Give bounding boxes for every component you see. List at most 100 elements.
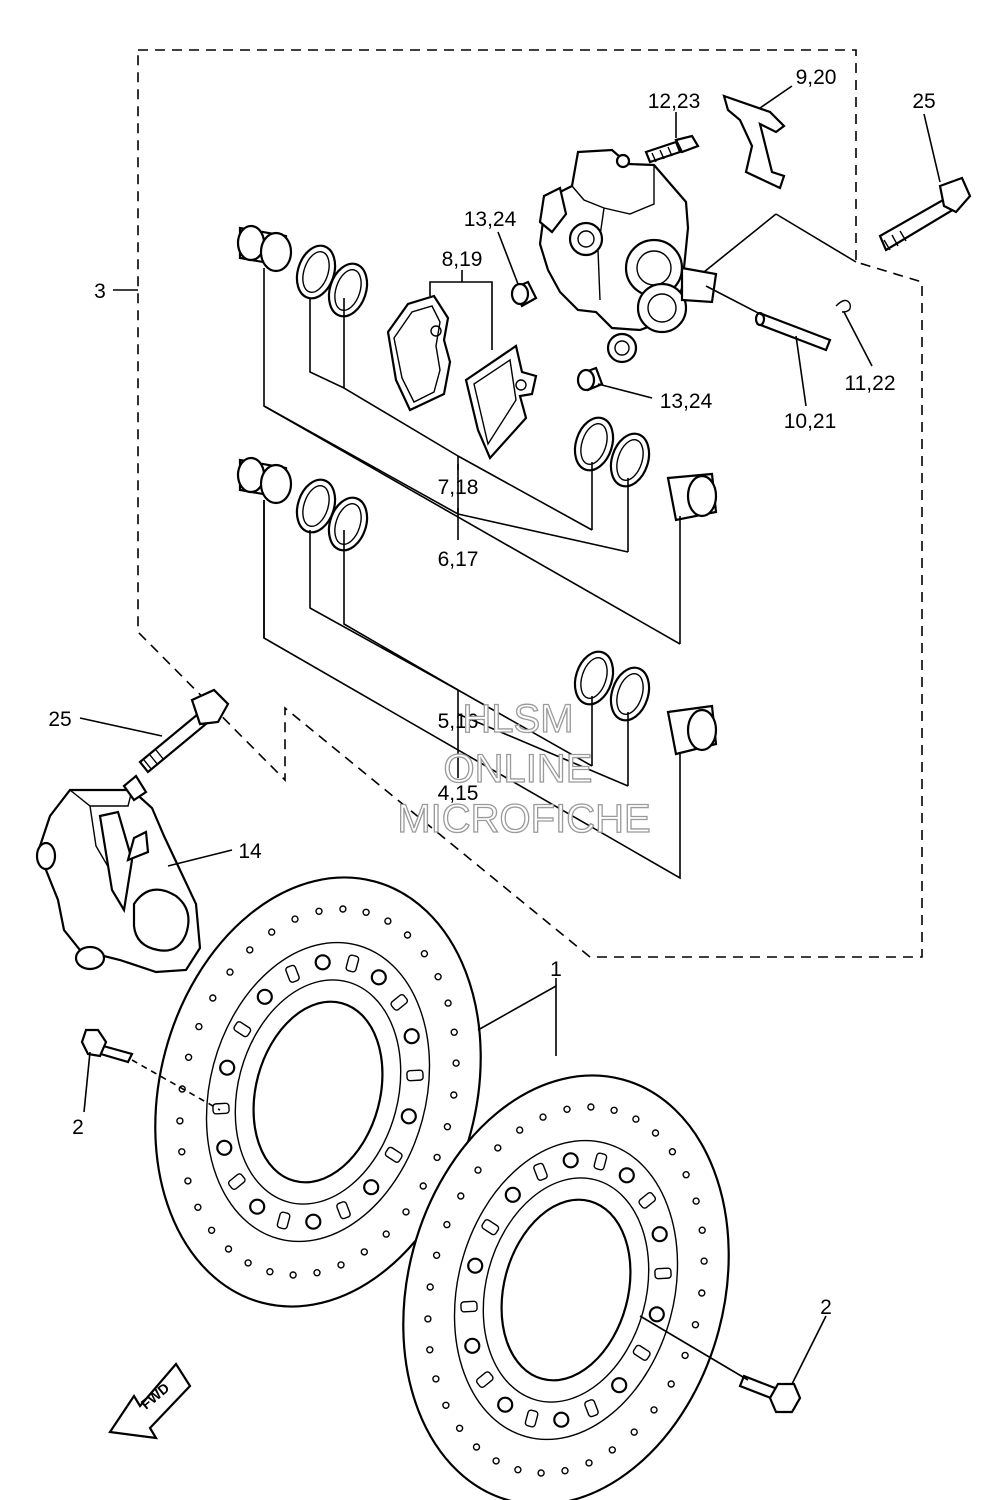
disc-drill-hole xyxy=(384,917,392,925)
disc-rivet xyxy=(611,1377,628,1394)
caliper-body-upper xyxy=(538,148,718,364)
disc-carrier-slot xyxy=(475,1371,494,1389)
disc-carrier-slot xyxy=(632,1344,651,1361)
disc-carrier-slot xyxy=(654,1267,672,1280)
disc-drill-hole xyxy=(178,1085,186,1093)
disc-drill-hole xyxy=(698,1289,706,1297)
disc-drill-hole xyxy=(698,1226,706,1234)
svg-text:MICROFICHE: MICROFICHE xyxy=(397,797,650,841)
disc-carrier-slot xyxy=(384,1146,403,1163)
disc-rivet xyxy=(256,988,273,1005)
bleed-screw xyxy=(644,134,700,164)
disc-carrier-slot xyxy=(285,964,300,983)
disc-drill-hole xyxy=(474,1166,482,1174)
brake-disc-right xyxy=(402,1074,730,1500)
leader-lines xyxy=(79,85,941,1385)
disc-carrier-slot xyxy=(593,1152,608,1171)
collar-upper xyxy=(510,280,538,308)
disc-drill-hole xyxy=(226,968,234,976)
disc-rivet xyxy=(562,1152,579,1169)
disc-drill-hole xyxy=(207,1226,216,1235)
disc-drill-hole xyxy=(457,1192,465,1200)
bolt-25-lower xyxy=(138,688,230,774)
disc-carrier-slot xyxy=(336,1201,351,1220)
disc-rivet xyxy=(400,1108,417,1125)
disc-holes xyxy=(176,905,708,1477)
disc-rivet xyxy=(403,1028,420,1045)
disc-bolt-left xyxy=(80,1028,134,1064)
disc-drill-hole xyxy=(426,1346,434,1354)
disc-carrier-slot xyxy=(524,1409,539,1428)
disc-drill-hole xyxy=(450,1091,458,1099)
disc-drill-hole xyxy=(209,994,217,1002)
disc-drill-hole xyxy=(194,1203,202,1212)
disc-drill-hole xyxy=(402,1208,410,1216)
brake-disc-left xyxy=(154,876,482,1308)
disc-drill-hole xyxy=(514,1465,522,1474)
disc-drill-hole xyxy=(444,999,452,1007)
label-10-21: 10,21 xyxy=(784,410,837,433)
label-25-upper: 25 xyxy=(912,90,935,113)
disc-carrier-slot xyxy=(212,1102,230,1115)
disc-bolt-right xyxy=(738,1374,802,1414)
caliper-body-lower xyxy=(35,774,202,974)
disc-drill-hole xyxy=(246,946,254,954)
disc-carrier-slot xyxy=(460,1300,478,1313)
disc-rivet xyxy=(363,1179,380,1196)
callout-labels: 1 2 2 3 4,15 5,16 6,17 7,18 8,19 9,20 10… xyxy=(48,66,935,1319)
disc-drill-hole xyxy=(450,1028,458,1036)
disc-drill-hole xyxy=(563,1105,571,1114)
pad-spring xyxy=(722,94,786,190)
disc-drill-hole xyxy=(561,1466,569,1475)
disc-drill-hole xyxy=(362,908,370,916)
disc-drill-hole xyxy=(587,1103,595,1111)
seals-upper-right xyxy=(573,416,651,488)
disc-rivet xyxy=(370,969,387,986)
label-1: 1 xyxy=(550,958,562,981)
label-8-19: 8,19 xyxy=(442,248,483,271)
svg-text:ONLINE: ONLINE xyxy=(444,747,593,791)
disc-drill-hole xyxy=(516,1126,524,1134)
disc-drill-hole xyxy=(455,1424,464,1433)
disc-rivet xyxy=(464,1337,481,1354)
disc-drill-hole xyxy=(337,1261,345,1269)
disc-drill-hole xyxy=(382,1230,390,1238)
label-25-lower: 25 xyxy=(48,708,71,731)
disc-rivet xyxy=(216,1139,233,1156)
disc-drill-hole xyxy=(539,1113,547,1121)
label-14: 14 xyxy=(238,840,262,863)
pad-pin xyxy=(754,311,832,352)
disc-drill-hole xyxy=(426,1283,434,1291)
disc-drill-hole xyxy=(585,1459,593,1467)
disc-drill-hole xyxy=(608,1446,616,1454)
disc-drill-hole xyxy=(443,1220,451,1229)
disc-drill-hole xyxy=(184,1053,193,1062)
label-11-22: 11,22 xyxy=(845,372,896,395)
disc-drill-hole xyxy=(360,1248,368,1256)
disc-drill-hole xyxy=(691,1320,700,1329)
seals-mid-left xyxy=(295,478,369,552)
disc-carrier-slot xyxy=(390,993,409,1011)
disc-carrier-slot xyxy=(406,1069,424,1082)
disc-carrier-slot xyxy=(276,1211,291,1230)
disc-drill-hole xyxy=(632,1115,640,1123)
label-2-left: 2 xyxy=(72,1116,84,1139)
disc-drill-hole xyxy=(291,915,299,923)
disc-drill-hole xyxy=(434,973,442,981)
disc-drill-hole xyxy=(289,1271,297,1279)
disc-drill-hole xyxy=(432,1251,441,1260)
disc-carrier-slot xyxy=(533,1162,548,1181)
disc-drill-hole xyxy=(667,1380,675,1388)
label-4-15: 4,15 xyxy=(438,782,479,805)
piston-lower-right xyxy=(666,704,718,756)
disc-drill-hole xyxy=(178,1148,186,1156)
disc-carrier-slot xyxy=(233,1021,252,1038)
disc-rivet xyxy=(651,1226,668,1243)
disc-drill-hole xyxy=(195,1022,203,1031)
disc-rivet xyxy=(219,1059,236,1076)
disc-drill-hole xyxy=(315,907,323,915)
disc-drill-hole xyxy=(244,1259,252,1267)
bolt-25-upper xyxy=(878,176,972,252)
disc-drill-hole xyxy=(266,1267,274,1276)
label-3: 3 xyxy=(94,280,106,303)
